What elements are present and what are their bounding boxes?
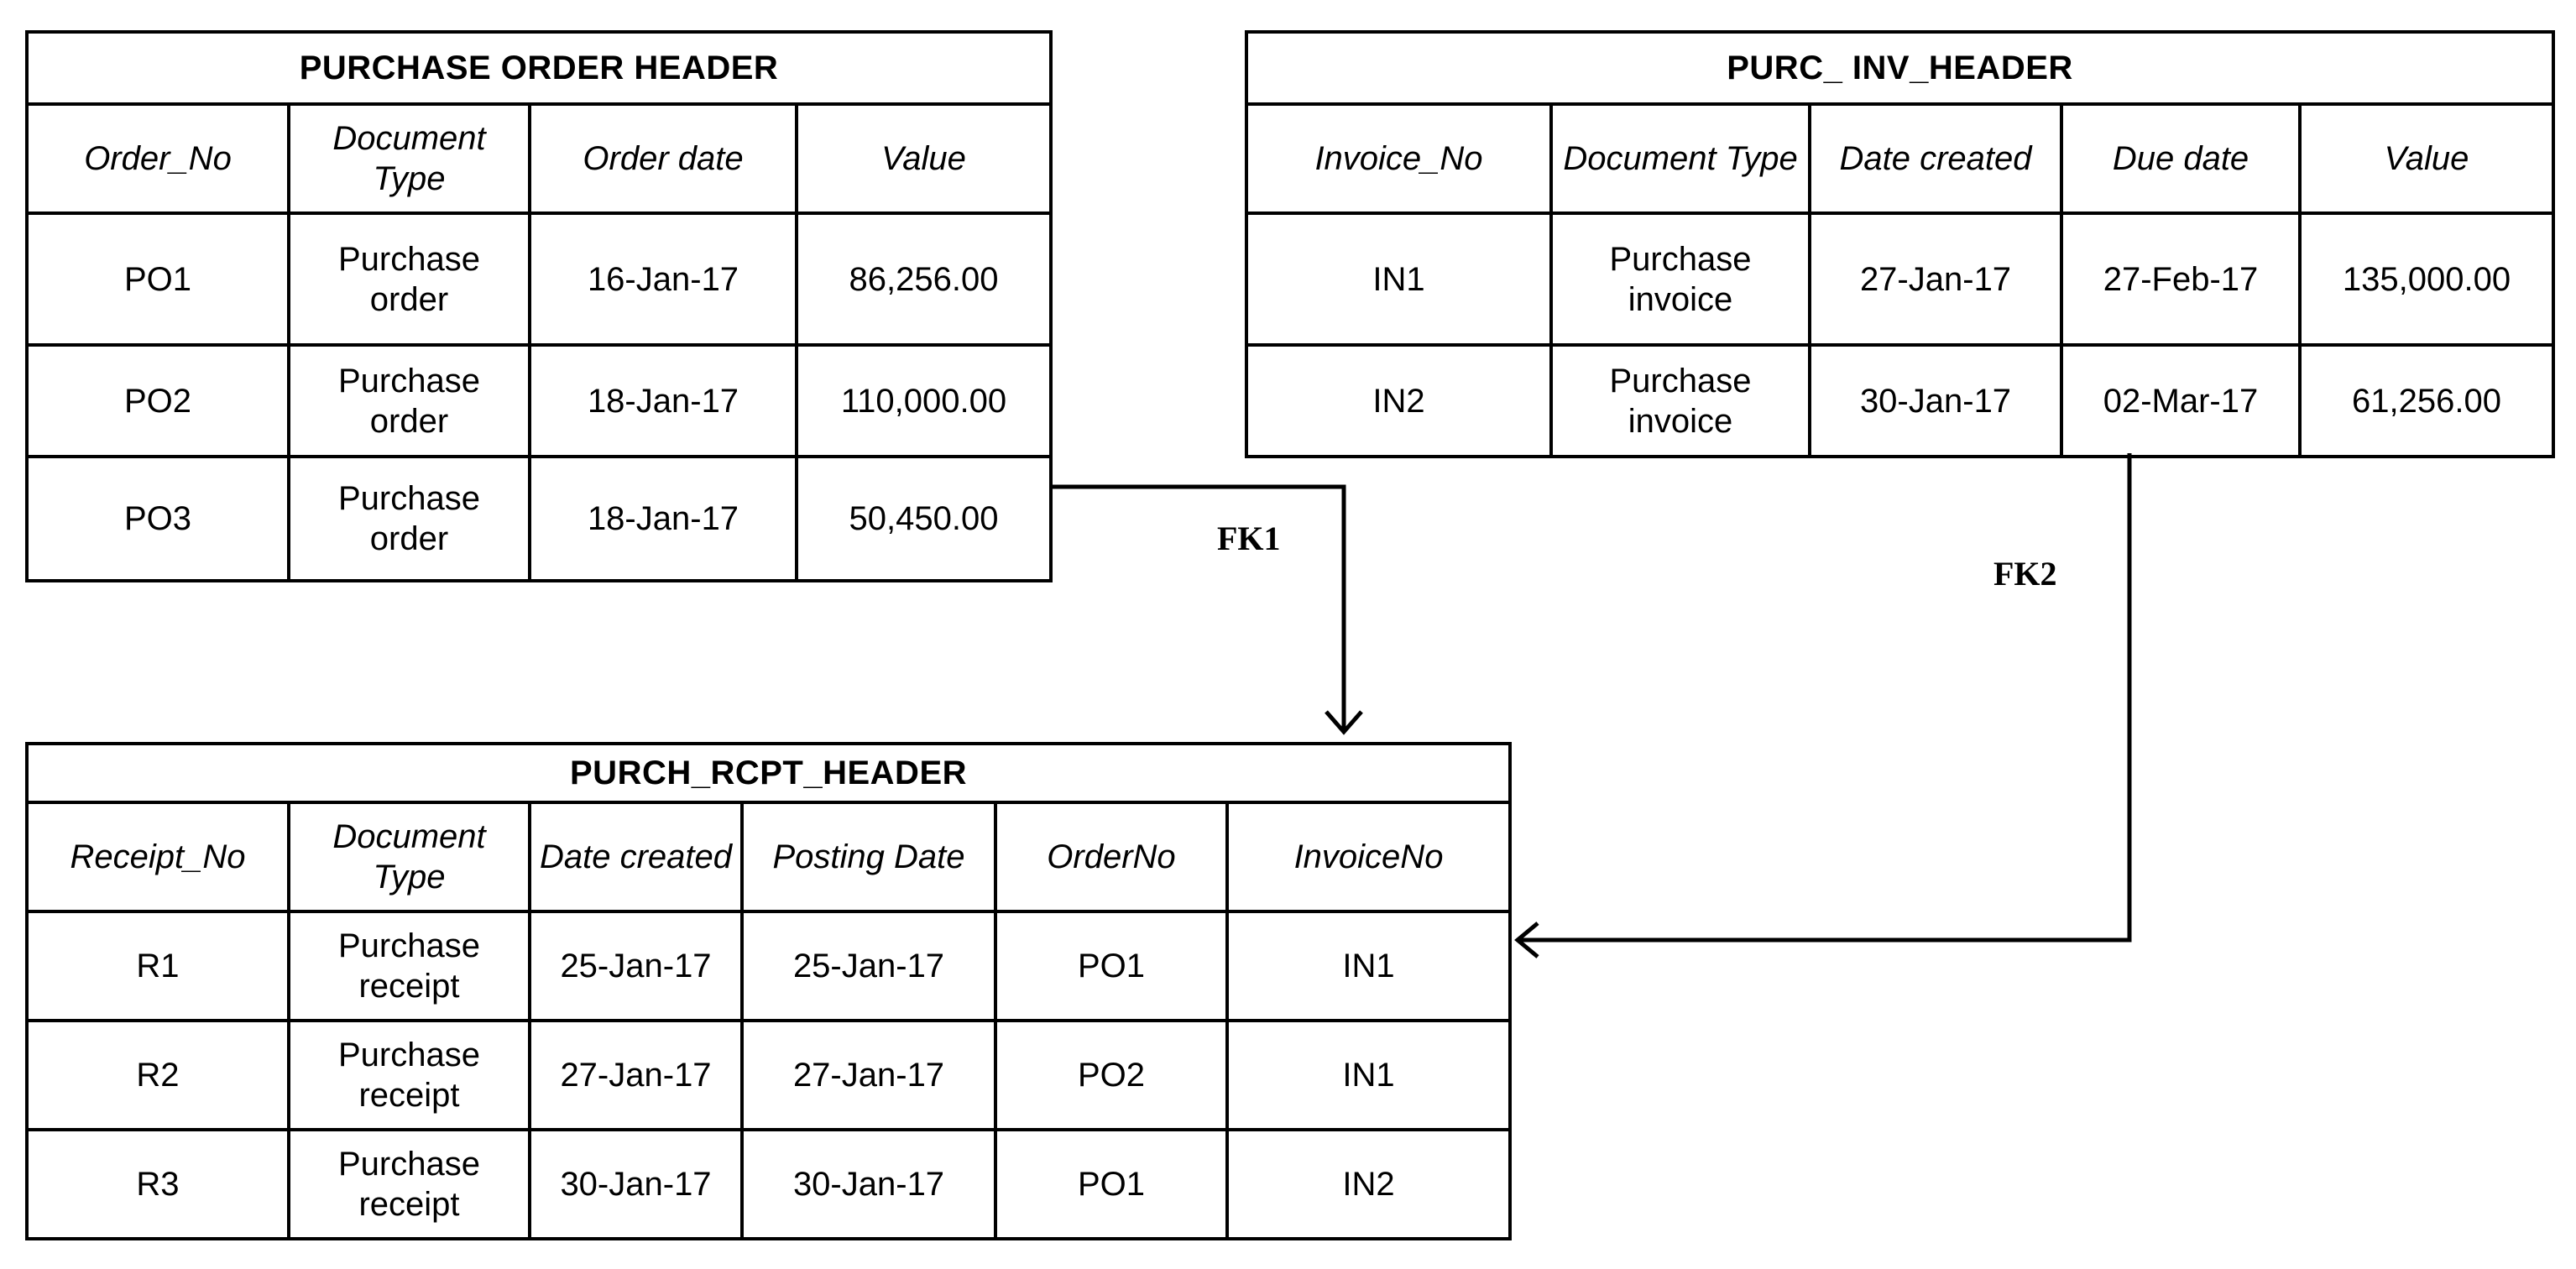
table-cell: PO1 xyxy=(25,212,290,347)
table-cell: R2 xyxy=(25,1019,290,1131)
column-header: Value xyxy=(2297,102,2556,215)
table-cell: PO1 xyxy=(994,910,1229,1022)
table-row: R2 Purchase receipt 27-Jan-17 27-Jan-17 … xyxy=(25,1019,1513,1131)
table-cell: PO3 xyxy=(25,455,290,582)
table-row: PO2 Purchase order 18-Jan-17 110,000.00 xyxy=(25,343,1053,458)
table-row: IN2 Purchase invoice 30-Jan-17 02-Mar-17… xyxy=(1245,343,2556,458)
table-cell: 02-Mar-17 xyxy=(2060,343,2302,458)
table-cell: 27-Feb-17 xyxy=(2060,212,2302,347)
fk1-connector xyxy=(1049,484,1363,735)
table-cell: IN1 xyxy=(1245,212,1553,347)
table-cell: Purchase receipt xyxy=(287,910,531,1022)
table-title: PURCHASE ORDER HEADER xyxy=(25,30,1053,106)
table-row: R3 Purchase receipt 30-Jan-17 30-Jan-17 … xyxy=(25,1128,1513,1240)
table-cell: 27-Jan-17 xyxy=(528,1019,744,1131)
table-cell: 27-Jan-17 xyxy=(1808,212,2063,347)
column-header: Document Type xyxy=(287,102,531,215)
fk2-connector xyxy=(1514,453,2132,958)
fk1-label: FK1 xyxy=(1217,520,1281,557)
table-cell: 30-Jan-17 xyxy=(1808,343,2063,458)
table-cell: 30-Jan-17 xyxy=(740,1128,997,1240)
column-header: Date created xyxy=(528,801,744,913)
table-cell: 16-Jan-17 xyxy=(528,212,798,347)
table-cell: 18-Jan-17 xyxy=(528,455,798,582)
column-header: Value xyxy=(795,102,1053,215)
table-cell: Purchase receipt xyxy=(287,1128,531,1240)
table-cell: 25-Jan-17 xyxy=(528,910,744,1022)
table-cell: 30-Jan-17 xyxy=(528,1128,744,1240)
column-header: Date created xyxy=(1808,102,2063,215)
table-row: R1 Purchase receipt 25-Jan-17 25-Jan-17 … xyxy=(25,910,1513,1022)
table-cell: Purchase order xyxy=(287,212,531,347)
column-header: Invoice_No xyxy=(1245,102,1553,215)
table-title: PURC_ INV_HEADER xyxy=(1244,30,2556,106)
purchase-invoice-header-table: PURC_ INV_HEADER Invoice_No Document Typ… xyxy=(1244,30,2556,458)
table-cell: 27-Jan-17 xyxy=(740,1019,997,1131)
table-cell: IN2 xyxy=(1225,1128,1513,1240)
table-cell: 61,256.00 xyxy=(2297,343,2556,458)
table-cell: PO1 xyxy=(994,1128,1229,1240)
table-cell: 50,450.00 xyxy=(795,455,1053,582)
purchase-order-header-table: PURCHASE ORDER HEADER Order_No Document … xyxy=(25,30,1053,582)
table-cell: 135,000.00 xyxy=(2297,212,2556,347)
fk2-label: FK2 xyxy=(1993,555,2057,593)
column-header: Document Type xyxy=(287,801,531,913)
table-cell: 110,000.00 xyxy=(795,343,1053,458)
table-cell: IN1 xyxy=(1225,910,1513,1022)
purchase-receipt-header-table: PURCH_RCPT_HEADER Receipt_No Document Ty… xyxy=(24,742,1513,1240)
table-cell: Purchase receipt xyxy=(287,1019,531,1131)
table-cell: R1 xyxy=(25,910,290,1022)
table-cell: 18-Jan-17 xyxy=(528,343,798,458)
table-cell: 86,256.00 xyxy=(795,212,1053,347)
table-cell: PO2 xyxy=(25,343,290,458)
table-cell: Purchase order xyxy=(287,455,531,582)
table-cell: IN2 xyxy=(1245,343,1553,458)
column-header: Order_No xyxy=(25,102,290,215)
table-cell: Purchase invoice xyxy=(1549,212,1811,347)
table-cell: R3 xyxy=(25,1128,290,1240)
table-cell: 25-Jan-17 xyxy=(740,910,997,1022)
table-cell: IN1 xyxy=(1225,1019,1513,1131)
column-header: Receipt_No xyxy=(25,801,290,913)
table-cell: Purchase order xyxy=(287,343,531,458)
table-row: PO1 Purchase order 16-Jan-17 86,256.00 xyxy=(25,212,1053,347)
column-header: Posting Date xyxy=(740,801,997,913)
table-row: PO3 Purchase order 18-Jan-17 50,450.00 xyxy=(25,455,1053,582)
column-header: OrderNo xyxy=(994,801,1229,913)
column-header: Order date xyxy=(528,102,798,215)
column-header: Due date xyxy=(2060,102,2302,215)
column-header: InvoiceNo xyxy=(1225,801,1513,913)
table-row: IN1 Purchase invoice 27-Jan-17 27-Feb-17… xyxy=(1245,212,2556,347)
table-title: PURCH_RCPT_HEADER xyxy=(24,742,1513,804)
column-header: Document Type xyxy=(1549,102,1811,215)
table-cell: PO2 xyxy=(994,1019,1229,1131)
table-cell: Purchase invoice xyxy=(1549,343,1811,458)
